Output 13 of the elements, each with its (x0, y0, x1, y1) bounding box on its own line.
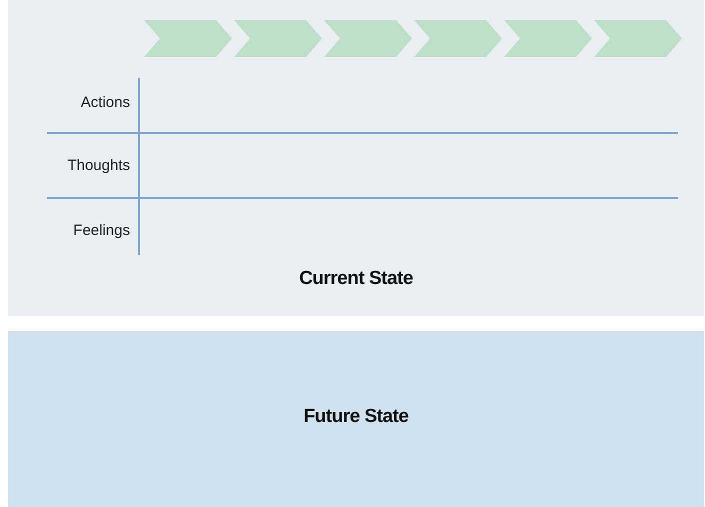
journey-stage (594, 20, 682, 57)
state-panel (8, 0, 704, 316)
panel-title: Future State (302, 406, 410, 428)
journey-stage (234, 20, 322, 57)
row-label: Feelings (72, 222, 130, 239)
journey-stage (414, 20, 502, 57)
panel-title: Current State (298, 268, 414, 290)
state-panel (8, 331, 704, 507)
row-label: Actions (80, 94, 130, 111)
journey-stage (504, 20, 592, 57)
row-label: Thoughts (66, 157, 130, 174)
journey-stage (144, 20, 232, 57)
journey-stage (324, 20, 412, 57)
